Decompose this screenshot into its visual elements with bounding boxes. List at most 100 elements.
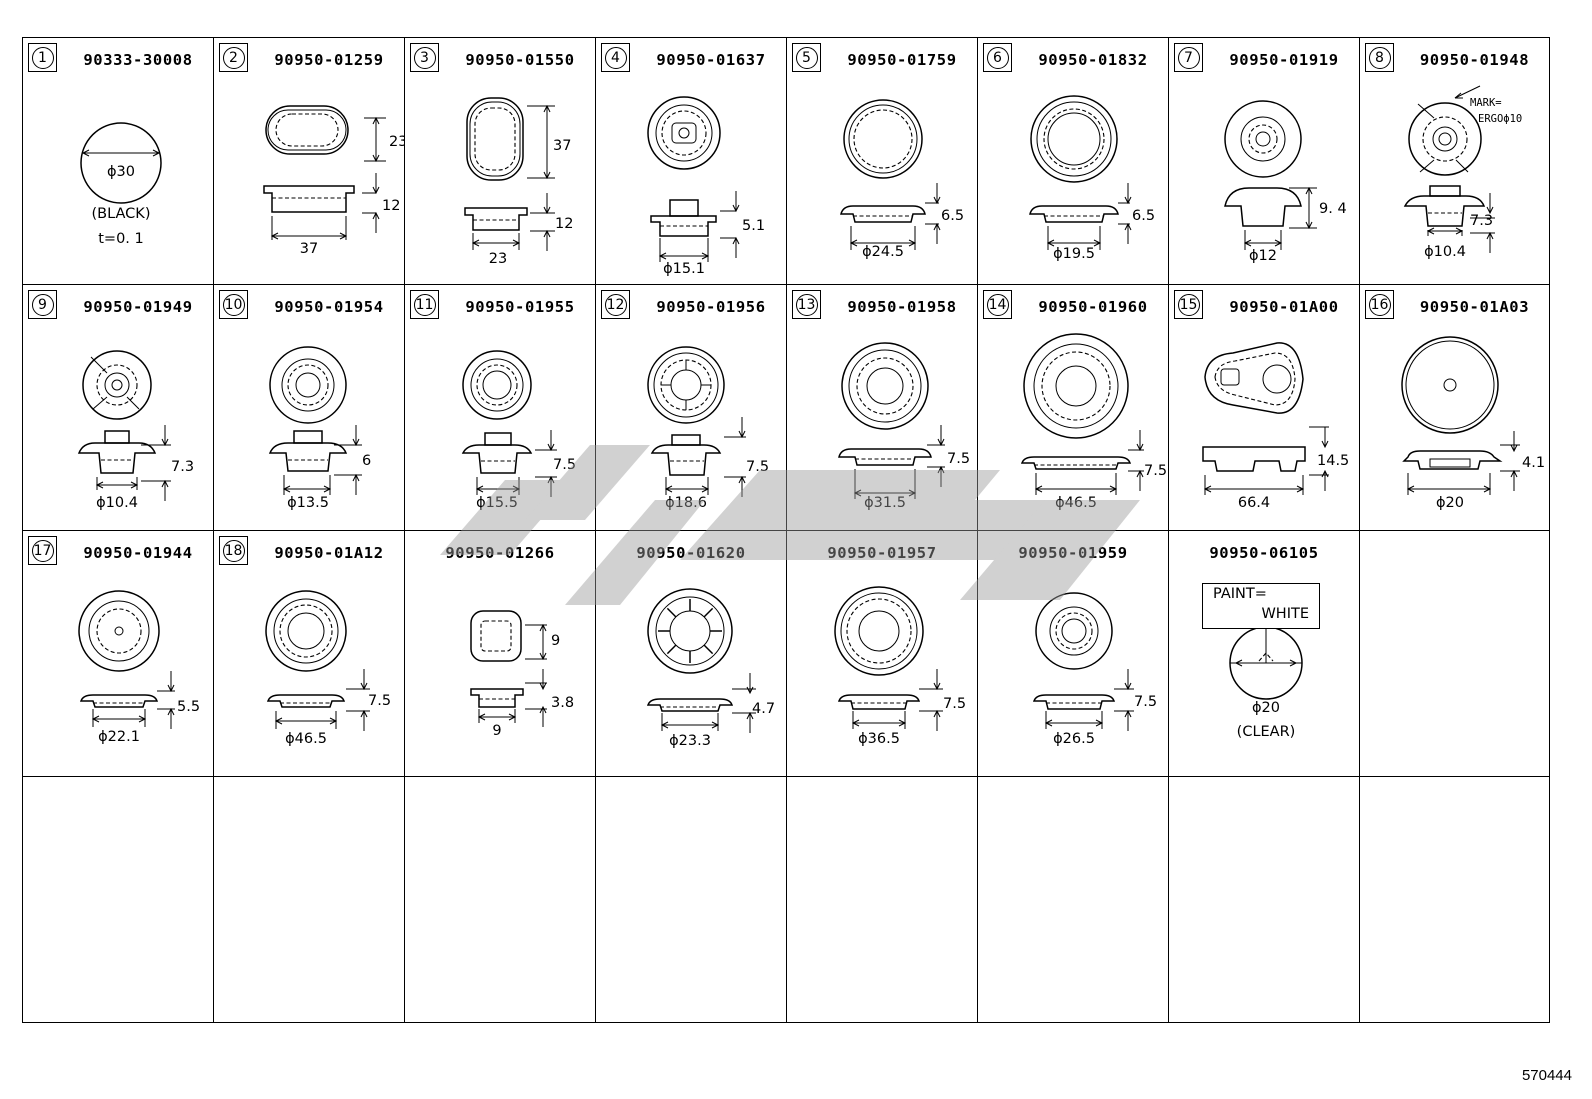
dimension-label: 4.7 <box>752 701 775 717</box>
dimension-label: ϕ10.4 <box>1424 244 1466 260</box>
dimension-label: ϕ22.1 <box>98 729 140 745</box>
dimension-label: 6.5 <box>1132 208 1155 224</box>
dimension-label: MARK= <box>1470 97 1502 109</box>
item-number: 12 <box>604 293 627 316</box>
dimension-label: 9 <box>492 723 501 739</box>
item-number: 5 <box>795 46 818 69</box>
empty-cell <box>786 776 977 1023</box>
dimension-label: ϕ19.5 <box>1053 246 1095 262</box>
dimension-label: t=0. 1 <box>98 231 144 247</box>
part-number: 90950-01637 <box>656 51 766 69</box>
dimension-label: ϕ15.1 <box>663 261 705 277</box>
part-drawing: 14.566.4 <box>1202 342 1349 511</box>
item-number-box: 15 <box>1174 290 1203 319</box>
dimension-label: ϕ26.5 <box>1053 731 1095 747</box>
dimension-label: ϕ18.6 <box>665 495 707 511</box>
item-number: 14 <box>986 293 1009 316</box>
dimension-label: ϕ15.5 <box>476 495 518 511</box>
item-number-box: 9 <box>28 290 57 319</box>
dimension-label: 6.5 <box>941 208 964 224</box>
item-number: 17 <box>31 539 54 562</box>
dimension-label: 9 <box>551 633 560 649</box>
item-number-box: 16 <box>1365 290 1394 319</box>
part-number: 90950-01944 <box>83 544 193 562</box>
dimension-label: 6 <box>362 453 371 469</box>
dimension-label: 12 <box>382 198 400 214</box>
part-number: 90950-01550 <box>465 51 575 69</box>
item-number: 9 <box>31 293 54 316</box>
dimension-label: ϕ23.3 <box>669 733 711 749</box>
part-number: 90950-01959 <box>1018 544 1128 562</box>
paint-note: PAINT= WHITE <box>1202 583 1320 629</box>
dimension-label: (BLACK) <box>92 206 151 222</box>
item-number: 6 <box>986 46 1009 69</box>
dimension-label: 4.1 <box>1522 455 1545 471</box>
item-number: 4 <box>604 46 627 69</box>
dimension-label: 12 <box>555 216 573 232</box>
part-number: 90950-01832 <box>1038 51 1148 69</box>
item-number-box: 8 <box>1365 43 1394 72</box>
part-number: 90950-01A12 <box>274 544 384 562</box>
item-number: 1 <box>31 46 54 69</box>
part-drawing: 93.89 <box>470 610 574 739</box>
part-drawing: 6.5 ϕ19.5 <box>1029 95 1155 262</box>
part-number: 90950-01955 <box>465 298 575 316</box>
dimension-label: 7.5 <box>947 451 970 467</box>
item-number-box: 1 <box>28 43 57 72</box>
figure-code: 570444 <box>1521 1067 1572 1084</box>
empty-cell <box>404 776 595 1023</box>
item-number-box: 13 <box>792 290 821 319</box>
dimension-label: ϕ12 <box>1249 248 1277 264</box>
empty-cell <box>22 776 213 1023</box>
dimension-label: 7.5 <box>553 457 576 473</box>
item-number: 8 <box>1368 46 1391 69</box>
part-number: 90950-01948 <box>1419 51 1530 69</box>
empty-cell <box>213 776 404 1023</box>
dimension-label: 37 <box>553 138 571 154</box>
part-number: 90950-01A03 <box>1419 298 1530 316</box>
dimension-label: 7.3 <box>1470 213 1493 229</box>
item-number-box: 7 <box>1174 43 1203 72</box>
part-number: 90950-01A00 <box>1229 298 1339 316</box>
part-cell: 16 90950-01A03 4.1 ϕ20 <box>1359 284 1550 530</box>
dimension-label: ERGOϕ10 <box>1478 113 1522 125</box>
part-drawing: ϕ20(CLEAR) <box>1229 626 1303 740</box>
part-number: 90950-01259 <box>274 51 384 69</box>
part-number: 90950-01957 <box>827 544 937 562</box>
paint-note-line1: PAINT= <box>1213 586 1267 602</box>
item-number-box: 6 <box>983 43 1012 72</box>
item-number-box: 17 <box>28 536 57 565</box>
item-number-box: 10 <box>219 290 248 319</box>
part-number: 90950-01759 <box>847 51 957 69</box>
part-number: 90950-01960 <box>1038 298 1148 316</box>
empty-cell <box>1359 530 1550 776</box>
item-number: 2 <box>222 46 245 69</box>
dimension-label: ϕ46.5 <box>1055 495 1097 511</box>
item-number-box: 2 <box>219 43 248 72</box>
paint-note-line2: WHITE <box>1261 606 1309 622</box>
item-number: 3 <box>413 46 436 69</box>
dimension-label: ϕ20 <box>1436 495 1464 511</box>
dimension-label: 23 <box>389 134 405 150</box>
